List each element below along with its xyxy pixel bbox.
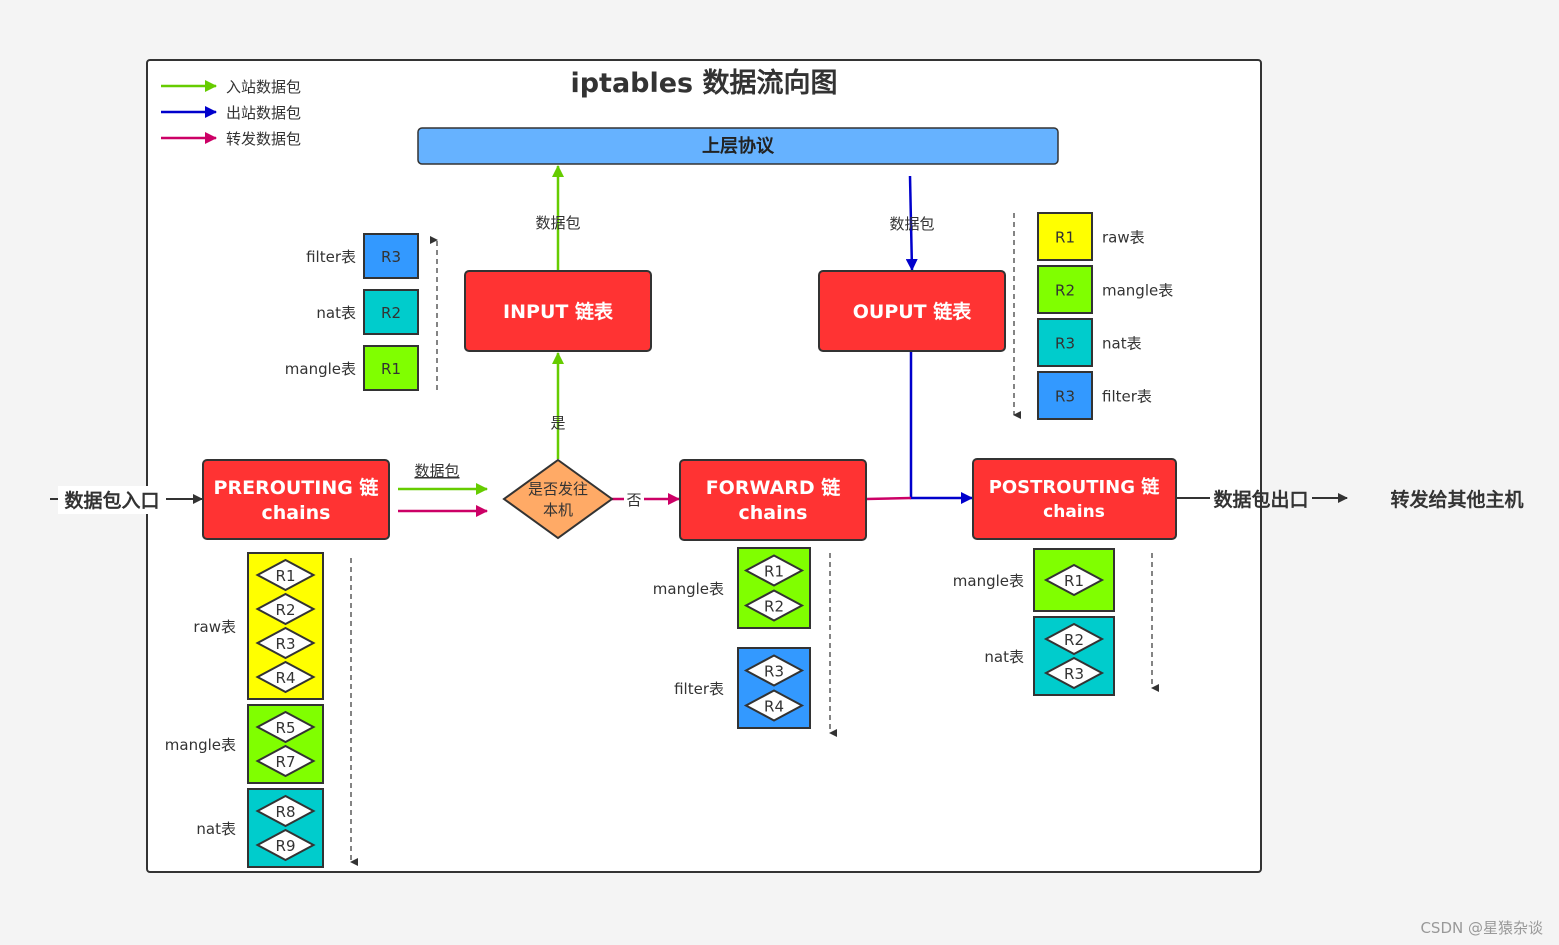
output-rule-box-2	[1037, 318, 1093, 367]
outbound-arrow-upper-output	[905, 175, 918, 271]
postrouting-table-label-0: mangle表	[953, 572, 1024, 590]
output-table-label-3: filter表	[1102, 388, 1152, 406]
forward-arrow-forward-postrouting	[865, 496, 912, 501]
decision-diamond	[502, 458, 614, 540]
postrouting-rule-label-1-0: R2	[1064, 631, 1084, 649]
prerouting-rule-label-0-2: R3	[276, 635, 296, 653]
forward-rule-diamond-1-1	[743, 689, 805, 722]
output-rule-label-2: R3	[1055, 335, 1075, 353]
forward-rule-label-0-0: R1	[764, 563, 784, 581]
legend-label-1: 出站数据包	[226, 104, 301, 122]
label-packet-prerouting: 数据包	[414, 462, 459, 480]
prerouting-rule-diamond-0-3	[255, 660, 316, 694]
input-rule-box-2	[363, 345, 419, 391]
label-yes: 是	[550, 414, 565, 432]
upper-layer-bar	[417, 127, 1059, 165]
output-rule-box-3	[1037, 371, 1093, 420]
chain-forward-line1: FORWARD 链	[706, 476, 841, 499]
postrouting-rule-diamond-1-1	[1043, 656, 1105, 690]
prerouting-rule-label-0-0: R1	[276, 567, 296, 585]
forward-rule-label-0-1: R2	[764, 598, 784, 616]
chain-output-label: OUPUT 链表	[853, 300, 973, 323]
chain-postrouting-line1: POSTROUTING 链	[989, 476, 1161, 498]
diagram-title: iptables 数据流向图	[570, 67, 837, 99]
decision-line1: 是否发往	[528, 480, 588, 498]
chain-input: INPUT 链表	[464, 270, 652, 352]
forward-table-label-0: mangle表	[653, 580, 724, 598]
forward-rule-diamond-0-0	[743, 554, 805, 587]
label-packet-input: 数据包	[535, 214, 580, 232]
label-exit: 数据包出口	[1213, 488, 1308, 511]
input-table-label-1: nat表	[316, 304, 356, 322]
chain-prerouting-line1: PREROUTING 链	[214, 476, 379, 499]
prerouting-rule-diamond-0-1	[255, 592, 316, 626]
prerouting-rule-label-2-1: R9	[276, 837, 296, 855]
chain-postrouting: POSTROUTING 链 chains	[972, 458, 1177, 540]
forward-rule-label-1-1: R4	[764, 698, 784, 716]
output-table-label-2: nat表	[1102, 335, 1142, 353]
forward-rule-diamond-1-0	[743, 654, 805, 687]
prerouting-rule-label-0-1: R2	[276, 601, 296, 619]
prerouting-rule-label-1-0: R5	[276, 719, 296, 737]
postrouting-rule-label-1-1: R3	[1064, 665, 1084, 683]
chain-output: OUPUT 链表	[818, 270, 1006, 352]
output-rule-label-3: R3	[1055, 388, 1075, 406]
legend-label-0: 入站数据包	[226, 78, 301, 96]
chain-postrouting-line2: chains	[1043, 502, 1105, 522]
output-rule-label-0: R1	[1055, 229, 1075, 247]
chain-forward-line2: chains	[739, 502, 808, 524]
decision-line2: 本机	[543, 501, 573, 519]
label-packet-output: 数据包	[889, 215, 934, 233]
output-rule-box-0	[1037, 212, 1093, 261]
postrouting-table-label-1: nat表	[984, 648, 1024, 666]
prerouting-table-label-1: mangle表	[165, 736, 236, 754]
prerouting-rule-label-1-1: R7	[276, 753, 296, 771]
output-rules: R1 raw表 R2 mangle表 R3 nat表 R3 filter表	[1037, 212, 1173, 420]
input-rule-label-2: R1	[381, 360, 401, 378]
input-table-label-0: filter表	[306, 248, 356, 266]
input-rule-label-0: R3	[381, 248, 401, 266]
input-rule-label-1: R2	[381, 304, 401, 322]
postrouting-rule-diamond-0-0	[1043, 563, 1105, 597]
label-no: 否	[626, 491, 641, 509]
prerouting-rule-diamond-0-0	[255, 558, 316, 592]
prerouting-table-label-2: nat表	[196, 820, 236, 838]
prerouting-rule-diamond-1-0	[255, 710, 316, 744]
prerouting-rule-diamond-2-1	[255, 828, 316, 862]
forward-rule-label-1-0: R3	[764, 663, 784, 681]
output-table-label-0: raw表	[1102, 229, 1145, 247]
label-entry: 数据包入口	[64, 489, 159, 512]
prerouting-rule-diamond-2-0	[255, 794, 316, 828]
prerouting-rule-label-2-0: R8	[276, 803, 296, 821]
chain-forward: FORWARD 链 chains	[679, 459, 867, 541]
legend-label-2: 转发数据包	[226, 130, 301, 148]
postrouting-rule-diamond-1-0	[1043, 622, 1105, 656]
label-forward-other: 转发给其他主机	[1390, 488, 1523, 511]
output-rule-label-1: R2	[1055, 282, 1075, 300]
output-table-label-1: mangle表	[1102, 282, 1173, 300]
prerouting-rule-diamond-0-2	[255, 626, 316, 660]
output-rule-box-1	[1037, 265, 1093, 314]
chain-prerouting: PREROUTING 链 chains	[202, 459, 390, 540]
connections	[50, 165, 1348, 866]
input-rule-box-0	[363, 233, 419, 279]
prerouting-rule-diamond-1-1	[255, 744, 316, 778]
prerouting-table-label-0: raw表	[193, 618, 236, 636]
watermark: CSDN @星猿杂谈	[1420, 919, 1543, 937]
input-rule-box-1	[363, 289, 419, 335]
postrouting-rule-label-0-0: R1	[1064, 572, 1084, 590]
input-rules: R3 filter表 R2 nat表 R1 mangle表	[285, 233, 419, 391]
chain-prerouting-line2: chains	[262, 502, 331, 524]
prerouting-rule-label-0-3: R4	[276, 669, 296, 687]
chain-input-label: INPUT 链表	[503, 300, 614, 323]
forward-table-label-1: filter表	[674, 680, 724, 698]
upper-layer-label: 上层协议	[702, 135, 775, 157]
input-table-label-2: mangle表	[285, 360, 356, 378]
forward-rule-diamond-0-1	[743, 589, 805, 622]
